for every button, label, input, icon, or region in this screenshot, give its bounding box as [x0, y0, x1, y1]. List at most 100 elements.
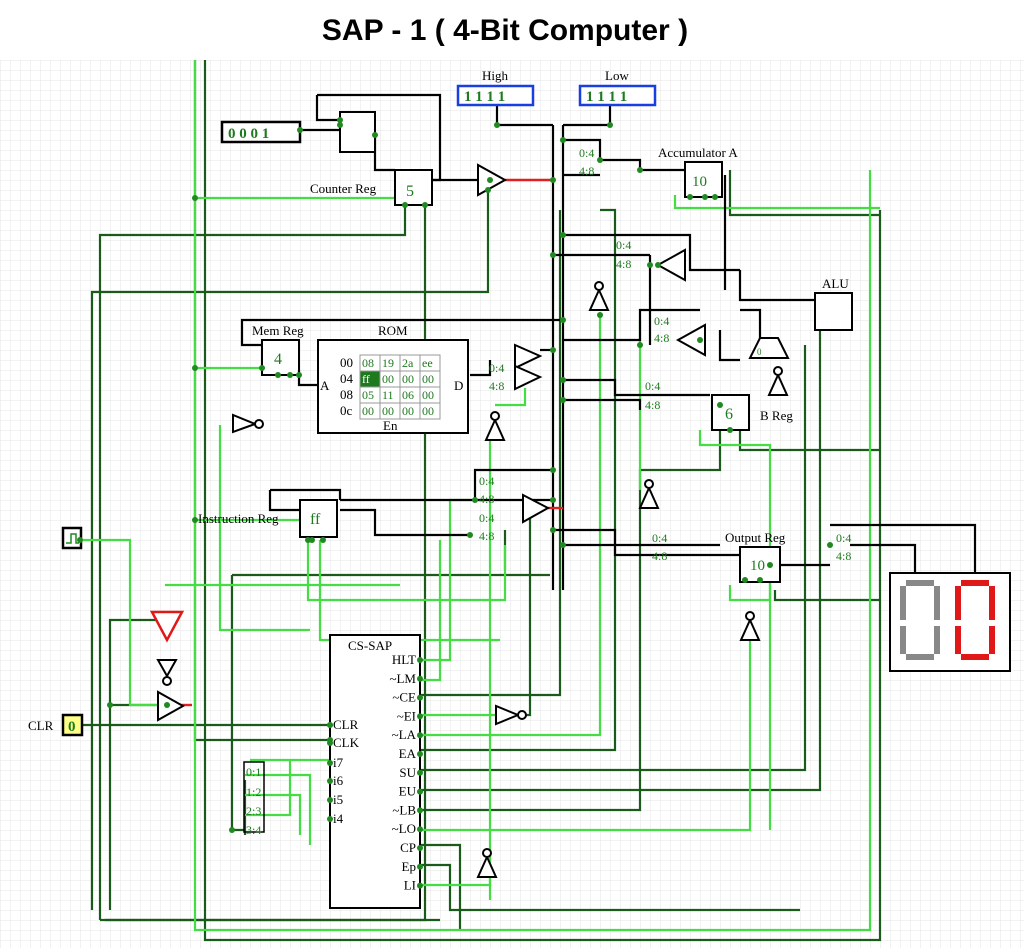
- rom-row-addr: 00: [340, 355, 353, 370]
- cu-output-pin[interactable]: [417, 788, 423, 795]
- not-gate-out[interactable]: [739, 611, 761, 641]
- rom-enable-pin: En: [383, 418, 398, 433]
- output-reg-value: 10: [750, 558, 765, 574]
- junction-dot: [550, 177, 556, 183]
- alu-adder[interactable]: 0: [748, 337, 790, 359]
- display-segment: [900, 626, 906, 654]
- accumulator-register[interactable]: Accumulator A 10: [658, 145, 738, 198]
- ir-bit-0: 0:1: [246, 765, 261, 779]
- not-gates[interactable]: [156, 281, 789, 878]
- clock-source[interactable]: [61, 526, 83, 550]
- low-probe-value: 1 1 1 1: [586, 89, 627, 105]
- clock-gate-triangle[interactable]: [149, 610, 185, 643]
- splitter-ir2-high: 4:8: [479, 529, 494, 543]
- low-probe[interactable]: Low 1 1 1 1: [578, 68, 657, 107]
- rom-cell: ff: [362, 372, 370, 386]
- cu-output-pin[interactable]: [417, 657, 423, 663]
- cu-input-pin[interactable]: [327, 797, 333, 803]
- display-segment: [989, 626, 995, 654]
- rom-buffer-low[interactable]: [514, 364, 543, 391]
- rom-cell: 19: [382, 356, 394, 370]
- cu-output-pin[interactable]: [417, 694, 423, 701]
- high-probe[interactable]: High 1 1 1 1: [456, 68, 535, 107]
- junction-dot: [320, 537, 326, 543]
- clr-input[interactable]: CLR 0: [28, 713, 84, 737]
- junction-dot: [550, 252, 556, 258]
- cu-output-pin[interactable]: [417, 675, 423, 682]
- alu[interactable]: ALU: [814, 276, 853, 331]
- junction-dot: [372, 132, 378, 138]
- cu-output-pin[interactable]: [417, 882, 423, 889]
- display-segment: [906, 654, 934, 660]
- cu-output-pin[interactable]: [417, 845, 423, 851]
- junction-dot: [560, 232, 566, 238]
- alu-buffer[interactable]: [675, 323, 706, 357]
- display-segment: [934, 586, 940, 620]
- cu-output-pin[interactable]: [417, 807, 423, 814]
- cu-output-pin[interactable]: [417, 732, 423, 739]
- splitter-out-high: 4:8: [652, 549, 667, 563]
- not-gate-alu[interactable]: [767, 366, 789, 396]
- counter-input-pin[interactable]: 0 0 0 1: [220, 120, 302, 144]
- rom-cell: 00: [362, 404, 374, 418]
- junction-dot: [192, 517, 198, 523]
- cu-input-pin[interactable]: [327, 778, 333, 784]
- cu-output-pin[interactable]: [417, 751, 423, 757]
- cu-output-pin[interactable]: [417, 769, 423, 776]
- not-gate-clk[interactable]: [156, 659, 178, 686]
- b-register[interactable]: 6 B Reg: [711, 394, 793, 431]
- high-probe-label: High: [482, 68, 509, 83]
- display-segment: [900, 586, 906, 620]
- junction-dot: [192, 195, 198, 201]
- not-gate-acc[interactable]: [588, 281, 610, 311]
- cu-output-pin[interactable]: [417, 863, 423, 870]
- rom-cell: 00: [382, 404, 394, 418]
- ir-buffer[interactable]: [522, 493, 551, 524]
- not-gate-cp[interactable]: [476, 848, 498, 878]
- display-segment: [989, 586, 995, 620]
- not-gate-ei[interactable]: [495, 704, 527, 726]
- splitter-breg-low: 0:4: [645, 379, 660, 393]
- cu-input-pin[interactable]: [327, 816, 333, 822]
- junction-dot: [297, 127, 303, 133]
- cu-input-pin[interactable]: [327, 760, 333, 766]
- junction-dot: [767, 562, 773, 568]
- bus-wires: [240, 93, 977, 590]
- cu-output-6: SU: [399, 765, 416, 780]
- splitter-accbuf-high: 4:8: [616, 257, 631, 271]
- rom-cell: 00: [422, 372, 434, 386]
- acc-buffer[interactable]: [655, 248, 686, 282]
- junction-dot: [712, 194, 718, 200]
- cu-output-pin[interactable]: [417, 713, 423, 720]
- counter-register[interactable]: Counter Reg 5: [310, 169, 433, 206]
- junction-dot: [337, 122, 343, 128]
- not-gate-breg[interactable]: [638, 479, 660, 509]
- junction-dot: [422, 202, 428, 208]
- not-gate-rom[interactable]: [484, 411, 506, 441]
- junction-dot: [757, 577, 763, 583]
- instruction-register[interactable]: Instruction Reg ff: [198, 499, 338, 538]
- rom-label: ROM: [378, 323, 408, 338]
- cu-output-pin[interactable]: [417, 826, 423, 833]
- junction-dot: [309, 537, 315, 543]
- splitter-out-low: 0:4: [652, 531, 667, 545]
- rom-data-pin: D: [454, 378, 463, 393]
- splitter-rom-low: 0:4: [489, 361, 504, 375]
- display-segment: [955, 626, 961, 654]
- counter-mux[interactable]: [339, 111, 376, 153]
- b-reg-value: 6: [725, 406, 733, 423]
- rom-cell: 00: [402, 372, 414, 386]
- not-gate-mem[interactable]: [232, 413, 264, 434]
- clk-buffer[interactable]: [157, 690, 186, 722]
- junction-dot: [107, 702, 113, 708]
- splitter-ir1-high: 4:8: [479, 492, 494, 506]
- junction-dot: [259, 365, 265, 371]
- junction-dot: [467, 532, 473, 538]
- display-segment: [961, 654, 989, 660]
- rom-buffer-high[interactable]: [514, 343, 543, 370]
- cu-output-11: Ep: [402, 859, 416, 874]
- junction-dot: [727, 427, 733, 433]
